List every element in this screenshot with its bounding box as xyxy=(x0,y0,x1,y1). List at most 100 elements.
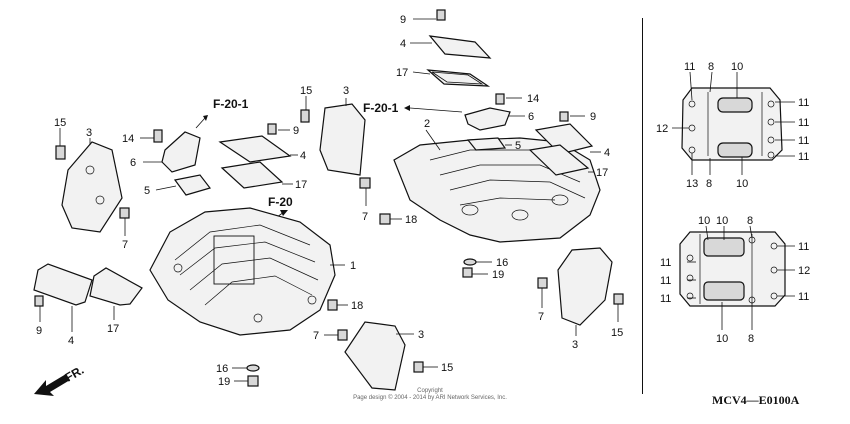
bolt-15-mid-left[interactable] xyxy=(300,109,310,123)
inset-top xyxy=(681,87,783,161)
inset-bottom-callout-11a: 11 xyxy=(660,257,671,269)
bolt-7-far-left[interactable] xyxy=(119,207,130,219)
bolt-9-left[interactable] xyxy=(267,123,277,135)
callout-17-bottom-left: 17 xyxy=(107,323,119,335)
callout-18-low: 18 xyxy=(351,300,363,312)
callout-4-bottom-left: 4 xyxy=(68,335,74,347)
front-cover-1[interactable] xyxy=(149,207,336,336)
inset-top-callout-11b: 11 xyxy=(798,97,809,109)
callout-6-left: 6 xyxy=(130,157,136,169)
callout-2: 2 xyxy=(424,118,430,130)
bolt-7-low[interactable] xyxy=(337,329,348,341)
cover-plate-4-top[interactable] xyxy=(428,35,492,59)
callout-7: 7 xyxy=(362,211,368,223)
bolt-7-mid[interactable] xyxy=(359,177,371,189)
callout-4-left: 4 xyxy=(300,150,306,162)
callout-9-bottom-left: 9 xyxy=(36,325,42,337)
grommet-16-mid[interactable] xyxy=(463,258,477,266)
inset-bottom-callout-12: 12 xyxy=(798,265,810,277)
callout-9-right: 9 xyxy=(590,111,596,123)
ref-label-left: F-20-1 xyxy=(213,97,249,111)
bolt-7-right[interactable] xyxy=(537,277,548,289)
callout-5-left: 5 xyxy=(144,185,150,197)
callout-5: 5 xyxy=(515,140,521,152)
gasket-17-top[interactable] xyxy=(426,69,491,87)
callout-16-mid: 16 xyxy=(496,257,508,269)
callout-3-low: 3 xyxy=(418,329,424,341)
gasket-17-right[interactable] xyxy=(528,144,590,176)
inset-top-callout-11d: 11 xyxy=(798,135,809,147)
callout-4: 4 xyxy=(400,38,406,50)
copyright-notice: Copyright Page design © 2004 - 2014 by A… xyxy=(330,388,530,402)
inset-bottom-callout-8b: 8 xyxy=(748,333,754,345)
collar-19-low[interactable] xyxy=(247,375,259,387)
front-direction-arrow: FR. xyxy=(34,363,86,396)
callout-17: 17 xyxy=(396,67,408,79)
bolt-14-left[interactable] xyxy=(153,129,163,143)
inset-bottom-callout-10a: 10 xyxy=(698,215,710,227)
inset-bottom-callout-11d: 11 xyxy=(798,241,809,253)
cover-plate-4-bottom[interactable] xyxy=(33,263,93,306)
callout-9: 9 xyxy=(400,14,406,26)
callout-17-left: 17 xyxy=(295,179,307,191)
callout-7-low: 7 xyxy=(313,330,319,342)
callout-14-left: 14 xyxy=(122,133,134,145)
callout-15-right: 15 xyxy=(611,327,623,339)
inset-bottom-callout-8a: 8 xyxy=(747,215,753,227)
bolt-9-bottom-left[interactable] xyxy=(34,295,44,307)
inset-top-callout-11e: 11 xyxy=(798,151,809,163)
cap-18-mid[interactable] xyxy=(379,213,391,225)
callout-3-right: 3 xyxy=(572,339,578,351)
side-cover-3-left[interactable] xyxy=(61,141,123,233)
bolt-9-top[interactable] xyxy=(436,9,446,21)
callout-15: 15 xyxy=(300,85,312,97)
callout-4-right: 4 xyxy=(604,147,610,159)
callout-3: 3 xyxy=(343,85,349,97)
inset-bottom-callout-10b: 10 xyxy=(716,215,728,227)
callout-17-right: 17 xyxy=(596,167,608,179)
callout-19-low: 19 xyxy=(218,376,230,388)
cover-5-mid[interactable] xyxy=(466,137,507,151)
inset-bottom-callout-11c: 11 xyxy=(660,293,671,305)
inset-top-callout-12: 12 xyxy=(656,123,668,135)
callout-15-low: 15 xyxy=(441,362,453,374)
inset-bottom-callout-11b: 11 xyxy=(660,275,671,287)
inset-divider xyxy=(642,18,643,394)
inset-top-callout-10b: 10 xyxy=(736,178,748,190)
bracket-6-left[interactable] xyxy=(161,131,201,173)
diagram-code: MCV4—E0100A xyxy=(712,393,800,407)
callout-15-far-left: 15 xyxy=(54,117,66,129)
callout-9-left: 9 xyxy=(293,125,299,137)
cover-plate-4-left[interactable] xyxy=(218,135,292,163)
top-plate-group xyxy=(426,9,492,87)
side-cover-3-right[interactable] xyxy=(557,247,613,326)
callout-7-right: 7 xyxy=(538,311,544,323)
bolt-14-mid[interactable] xyxy=(495,93,505,105)
callout-18: 18 xyxy=(405,214,417,226)
grommet-16-low[interactable] xyxy=(246,364,260,372)
inset-top-callout-8b: 8 xyxy=(706,178,712,190)
callout-19-mid: 19 xyxy=(492,269,504,281)
inset-top-callout-10a: 10 xyxy=(731,61,743,73)
ref-label-middle: F-20-1 xyxy=(363,101,399,115)
cover-5-left[interactable] xyxy=(173,174,212,196)
bolt-9-mid-right[interactable] xyxy=(559,111,569,122)
side-cover-3-low[interactable] xyxy=(344,321,406,391)
inset-top-callout-8a: 8 xyxy=(708,61,714,73)
callout-6: 6 xyxy=(528,111,534,123)
callout-3-far-left: 3 xyxy=(86,127,92,139)
gasket-17-left[interactable] xyxy=(220,161,284,189)
cap-18-low[interactable] xyxy=(327,299,338,311)
bolt-15-far-left[interactable] xyxy=(55,145,66,160)
callout-7-far-left: 7 xyxy=(122,239,128,251)
side-cover-3-mid[interactable] xyxy=(319,103,366,176)
gasket-17-bottom[interactable] xyxy=(89,267,143,306)
inset-top-callout-13: 13 xyxy=(686,178,698,190)
inset-bottom-callout-10c: 10 xyxy=(716,333,728,345)
bolt-15-right[interactable] xyxy=(613,293,624,305)
collar-19-mid[interactable] xyxy=(462,267,473,278)
bracket-6-mid[interactable] xyxy=(464,107,511,131)
inset-bottom-callout-11e: 11 xyxy=(798,291,809,303)
bolt-15-low[interactable] xyxy=(413,361,424,373)
